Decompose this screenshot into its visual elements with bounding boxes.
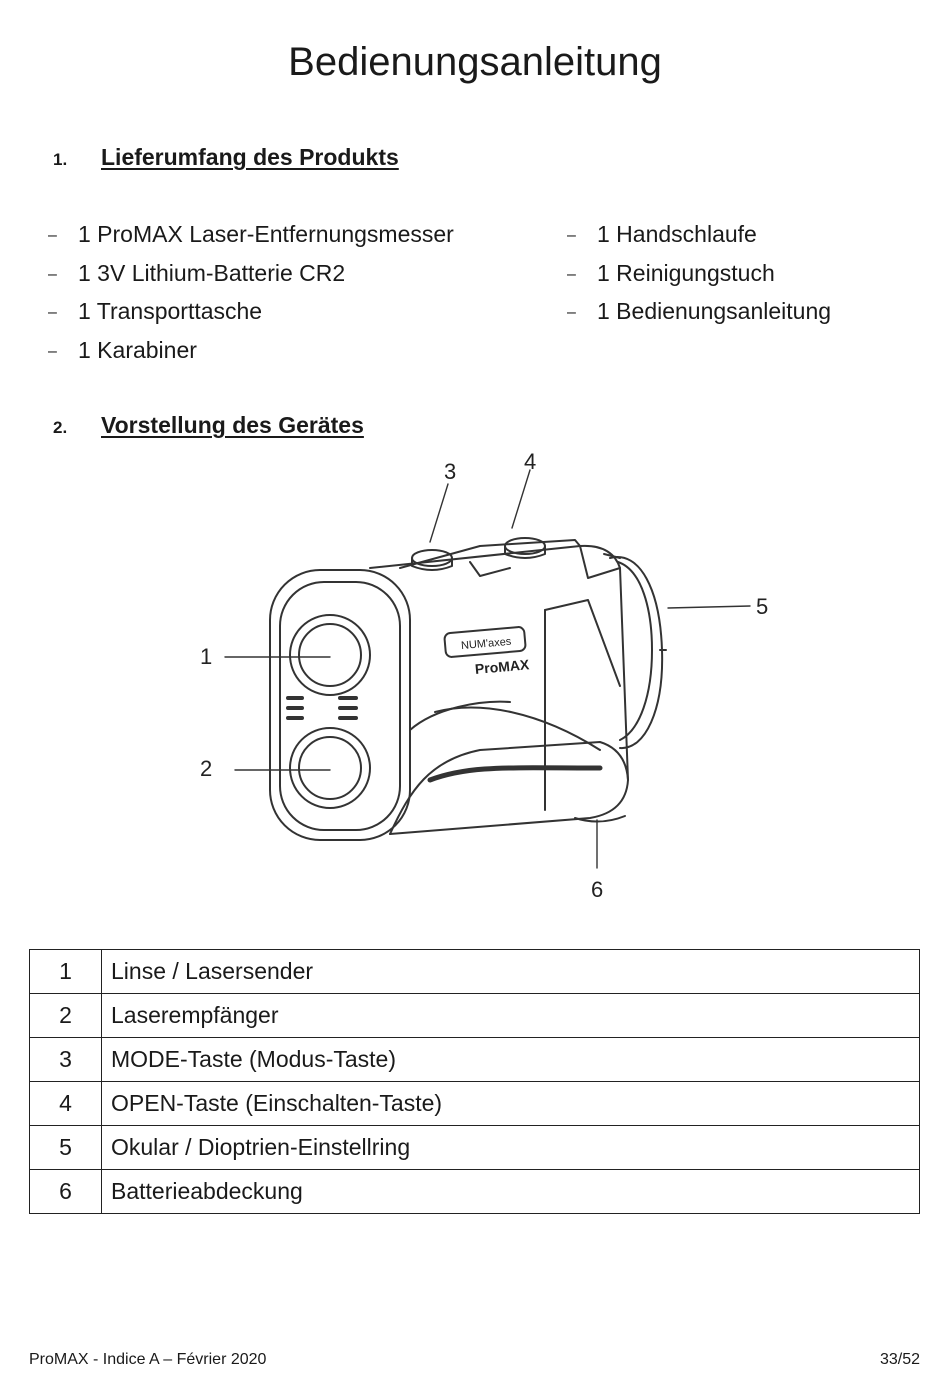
bullet-dash: – <box>48 304 57 321</box>
lens-receiver <box>289 727 371 809</box>
bullet-dash: – <box>48 265 57 283</box>
battery-cover <box>574 815 626 823</box>
table-row: 6 Batterieabdeckung <box>29 1169 920 1214</box>
callout-3: 3 <box>444 459 456 484</box>
brand-badge <box>443 626 527 658</box>
list-item-text: 1 Reinigungstuch <box>597 259 775 286</box>
table-row: 3 MODE-Taste (Modus-Taste) <box>29 1037 920 1082</box>
section-2-number: 2. <box>53 418 68 437</box>
callout-2: 2 <box>200 756 212 781</box>
table-row: 5 Okular / Dioptrien-Einstellring <box>29 1125 920 1170</box>
part-label: Laserempfänger <box>101 993 920 1038</box>
callout-4: 4 <box>524 450 536 474</box>
lens-emitter <box>289 614 371 696</box>
part-number: 6 <box>29 1169 102 1214</box>
part-label: Linse / Lasersender <box>101 949 920 994</box>
footer-page-number: 33/52 <box>879 1351 920 1368</box>
contents-list-left: – 1 ProMAX Laser-Entfernungsmesser – 1 3V … <box>48 221 454 375</box>
model-label: ProMAX <box>474 656 530 677</box>
part-label: Batterieabdeckung <box>101 1169 920 1214</box>
list-item: – 1 ProMAX Laser-Entfernungsmesser <box>48 221 454 260</box>
parts-legend-table: 1 Linse / Lasersender 2 Laserempfänger 3… <box>29 949 920 1214</box>
callout-1: 1 <box>200 644 212 669</box>
bullet-dash: – <box>48 342 57 360</box>
list-item: – 1 Karabiner <box>48 337 454 376</box>
front-housing <box>269 569 411 841</box>
section-1-title: Lieferumfang des Produkts <box>101 144 399 170</box>
part-number: 4 <box>29 1081 102 1126</box>
part-label: OPEN-Taste (Einschalten-Taste) <box>101 1081 920 1126</box>
section-2-title: Vorstellung des Gerätes <box>101 412 364 438</box>
footer-document-info: ProMAX - Indice A – Février 2020 <box>29 1351 267 1368</box>
callout-6: 6 <box>591 877 603 902</box>
device-body <box>369 544 629 835</box>
part-number: 1 <box>29 949 102 994</box>
list-item: – 1 3V Lithium-Batterie CR2 <box>48 260 454 299</box>
list-item: – 1 Bedienungsanleitung <box>567 298 831 337</box>
bullet-dash: – <box>567 304 576 321</box>
mode-button <box>411 549 453 567</box>
callout-5: 5 <box>756 594 768 619</box>
section-1-heading: 1. Lieferumfang des Produkts <box>53 144 399 171</box>
bullet-dash: – <box>48 227 57 244</box>
list-item-text: 1 Karabiner <box>78 336 197 363</box>
bullet-dash: – <box>567 265 576 283</box>
part-number: 2 <box>29 993 102 1038</box>
section-2-heading: 2. Vorstellung des Gerätes <box>53 412 364 439</box>
list-item: – 1 Reinigungstuch <box>567 260 831 299</box>
list-item-text: 1 Transporttasche <box>78 298 263 324</box>
rangefinder-illustration: NUM'axes ProMAX 1 2 3 4 5 6 <box>200 450 768 902</box>
eyepiece-ring <box>609 555 664 750</box>
contents-list-right: – 1 Handschlaufe – 1 Reinigungstuch – 1 Bed… <box>567 221 831 337</box>
section-1-number: 1. <box>53 150 68 169</box>
brand-label: NUM'axes <box>461 636 513 652</box>
bullet-dash: – <box>567 227 576 244</box>
list-item: – 1 Transporttasche <box>48 298 454 337</box>
list-item: – 1 Handschlaufe <box>567 221 831 260</box>
list-item-text: 1 ProMAX Laser-Entfernungsmesser <box>78 221 454 247</box>
part-number: 5 <box>29 1125 102 1170</box>
table-row: 1 Linse / Lasersender <box>29 949 920 994</box>
list-item-text: 1 Bedienungsanleitung <box>597 298 832 324</box>
page-title: Bedienungsanleitung <box>288 40 662 84</box>
part-label: Okular / Dioptrien-Einstellring <box>101 1125 920 1170</box>
list-item-text: 1 3V Lithium-Batterie CR2 <box>78 259 346 286</box>
part-label: MODE-Taste (Modus-Taste) <box>101 1037 920 1082</box>
list-item-text: 1 Handschlaufe <box>597 221 757 247</box>
table-row: 4 OPEN-Taste (Einschalten-Taste) <box>29 1081 920 1126</box>
table-row: 2 Laserempfänger <box>29 993 920 1038</box>
part-number: 3 <box>29 1037 102 1082</box>
